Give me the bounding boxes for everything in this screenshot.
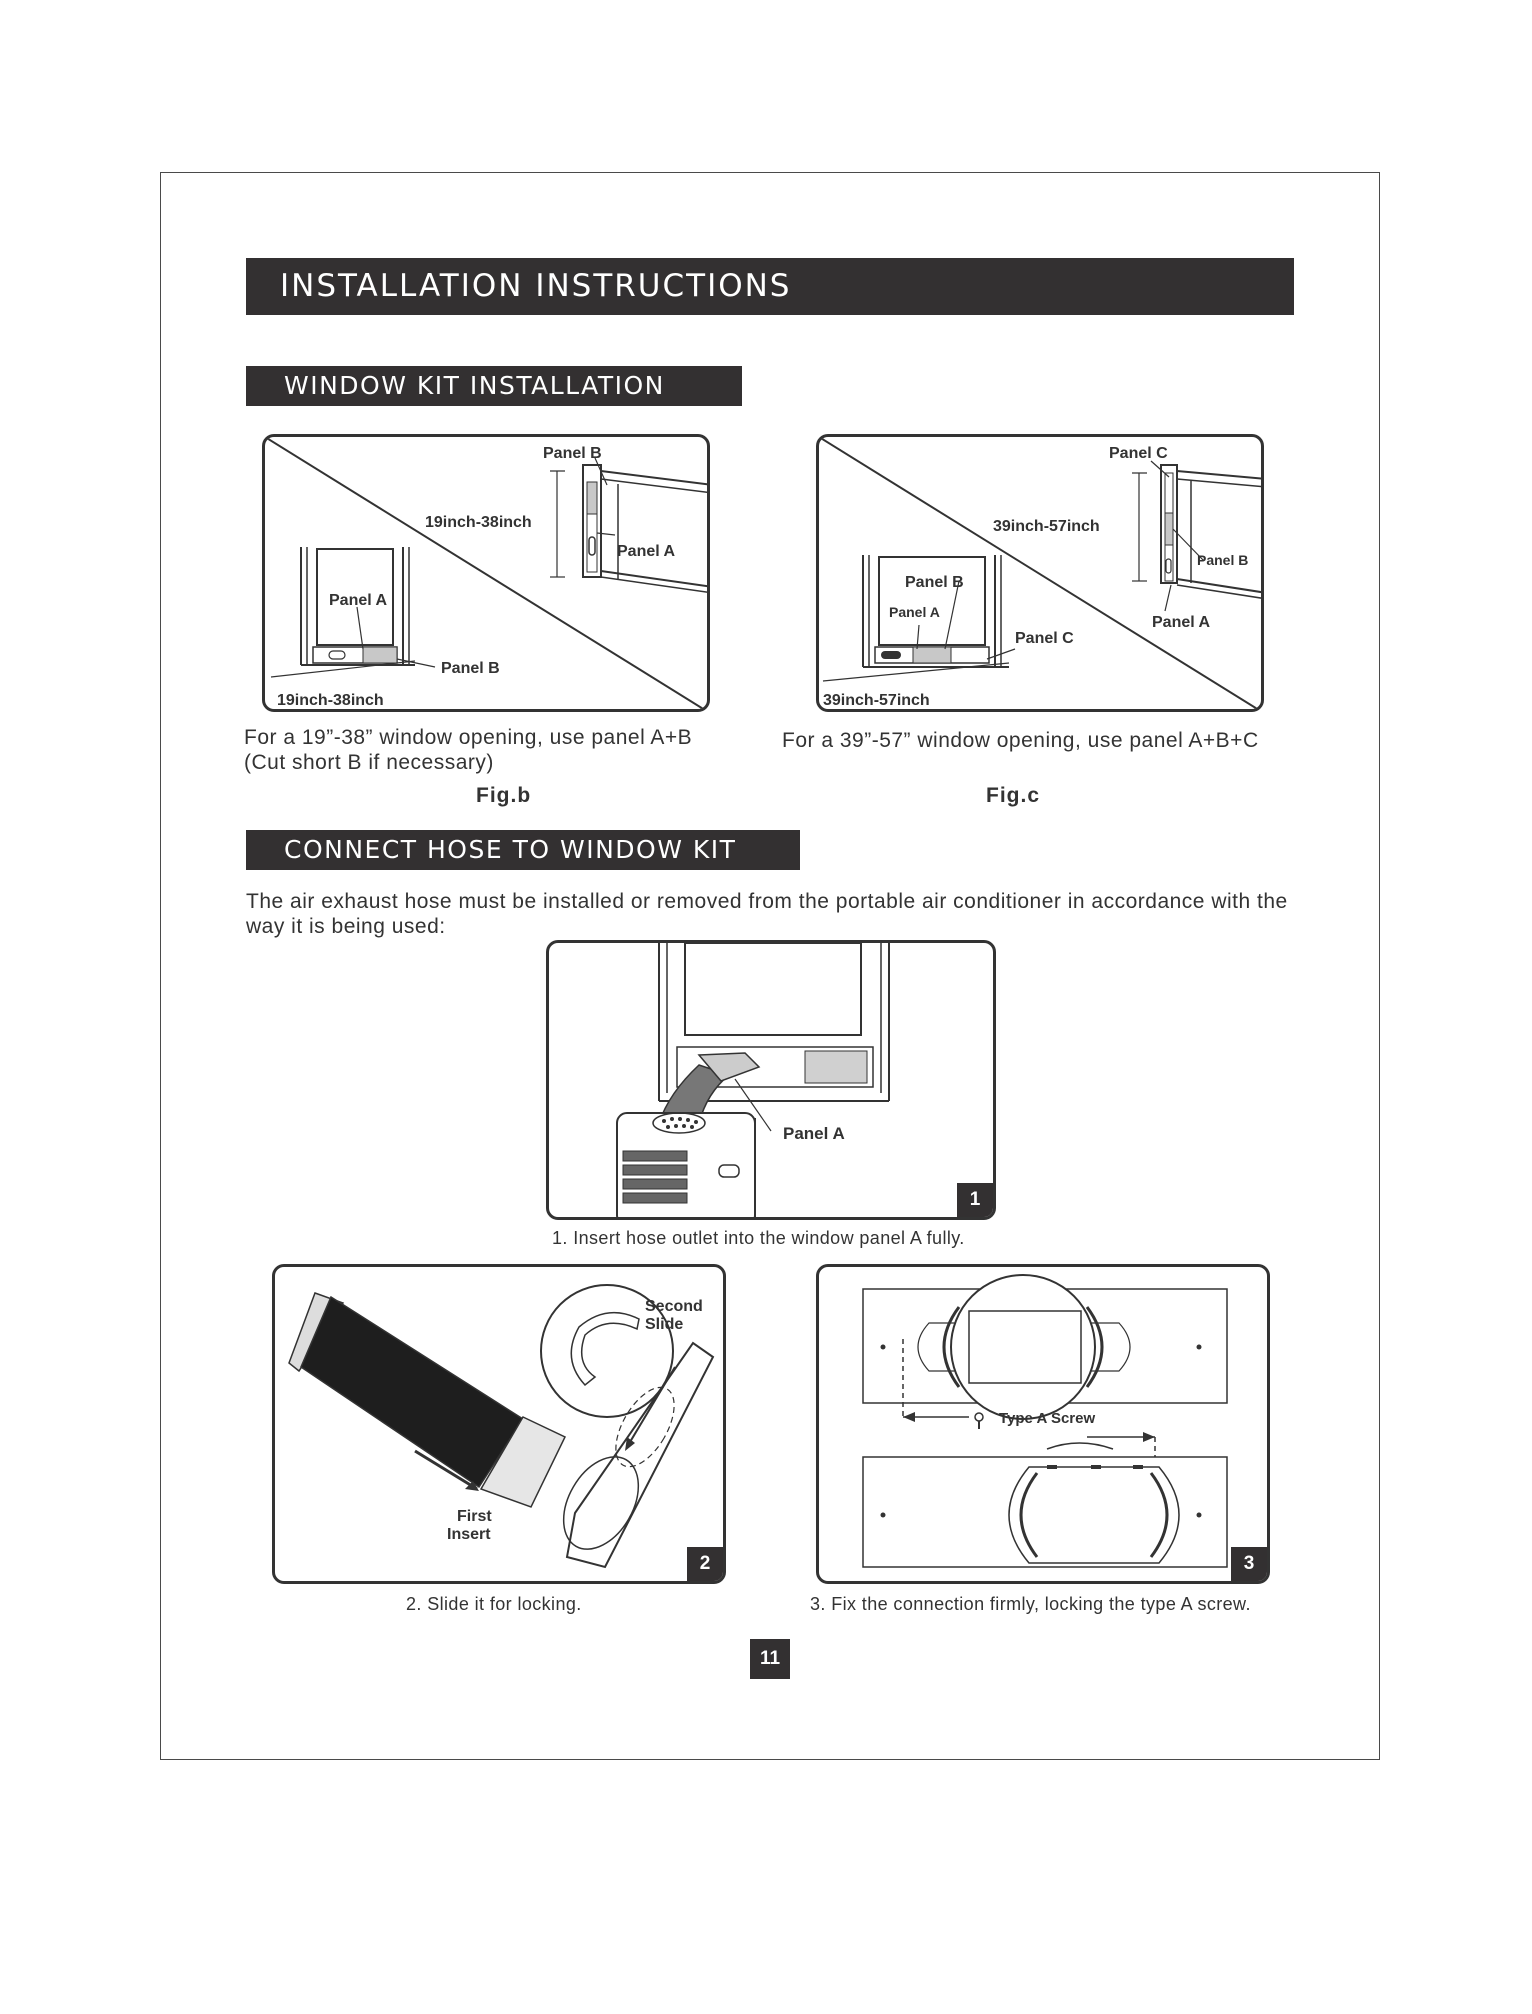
label-panel-b-right: Panel B	[1197, 552, 1248, 568]
section-header-window-kit: WINDOW KIT INSTALLATION	[246, 366, 742, 406]
step1-badge: 1	[957, 1183, 993, 1217]
label-panel-a-right-c: Panel A	[1152, 614, 1211, 631]
fig-b-caption-line2: (Cut short B if necessary)	[244, 751, 494, 774]
label-second: Second	[645, 1298, 703, 1315]
figure-c-window-kit-large: Panel C 39inch-57inch Panel B Panel A Pa…	[816, 434, 1264, 712]
step2-figure: Second Slide First Insert 2	[272, 1264, 726, 1584]
step2-badge: 2	[687, 1547, 723, 1581]
label-type-a-screw: Type A Screw	[999, 1410, 1095, 1427]
label-panel-c-bottom: Panel C	[1015, 630, 1074, 647]
label-insert: Insert	[447, 1526, 491, 1543]
label-first: First	[457, 1508, 492, 1525]
step1-figure: Panel A 1	[546, 940, 996, 1220]
step2-caption: 2. Slide it for locking.	[406, 1594, 582, 1614]
label-panel-b-bottom: Panel B	[441, 660, 500, 677]
label-panel-b-left: Panel B	[905, 574, 964, 591]
step3-badge: 3	[1231, 1547, 1267, 1581]
fig-c-caption: For a 39”-57” window opening, use panel …	[782, 729, 1259, 752]
label-size-vertical: 19inch-38inch	[425, 514, 532, 531]
figure-b-window-kit-small: Panel B Panel A 19inch-38inch Panel A Pa…	[262, 434, 710, 712]
hose-intro-text: The air exhaust hose must be installed o…	[246, 890, 1288, 938]
step1-caption: 1. Insert hose outlet into the window pa…	[552, 1228, 965, 1248]
step3-caption: 3. Fix the connection firmly, locking th…	[810, 1594, 1251, 1614]
label-panel-b-top: Panel B	[543, 445, 602, 462]
label-size-horizontal-c: 39inch-57inch	[823, 692, 930, 709]
fig-b-label: Fig.b	[476, 784, 532, 807]
step3-figure: Type A Screw 3	[816, 1264, 1270, 1584]
label-panel-c-top: Panel C	[1109, 445, 1168, 462]
label-panel-a-left: Panel A	[329, 592, 388, 609]
page-number: 11	[750, 1639, 790, 1679]
label-panel-a-left-c: Panel A	[889, 604, 940, 620]
label-size-vertical-c: 39inch-57inch	[993, 518, 1100, 535]
label-slide: Slide	[645, 1316, 683, 1333]
label-size-horizontal: 19inch-38inch	[277, 692, 384, 709]
screw-icon	[974, 1412, 984, 1429]
section-header-connect-hose: CONNECT HOSE TO WINDOW KIT	[246, 830, 800, 870]
fig-b-caption-line1: For a 19”-38” window opening, use panel …	[244, 726, 693, 749]
page-border	[160, 172, 1380, 1760]
fig-c-label: Fig.c	[986, 784, 1041, 807]
page-title: INSTALLATION INSTRUCTIONS	[246, 258, 1294, 315]
label-step1-panel-a: Panel A	[783, 1124, 845, 1143]
label-panel-a-right: Panel A	[617, 543, 676, 560]
